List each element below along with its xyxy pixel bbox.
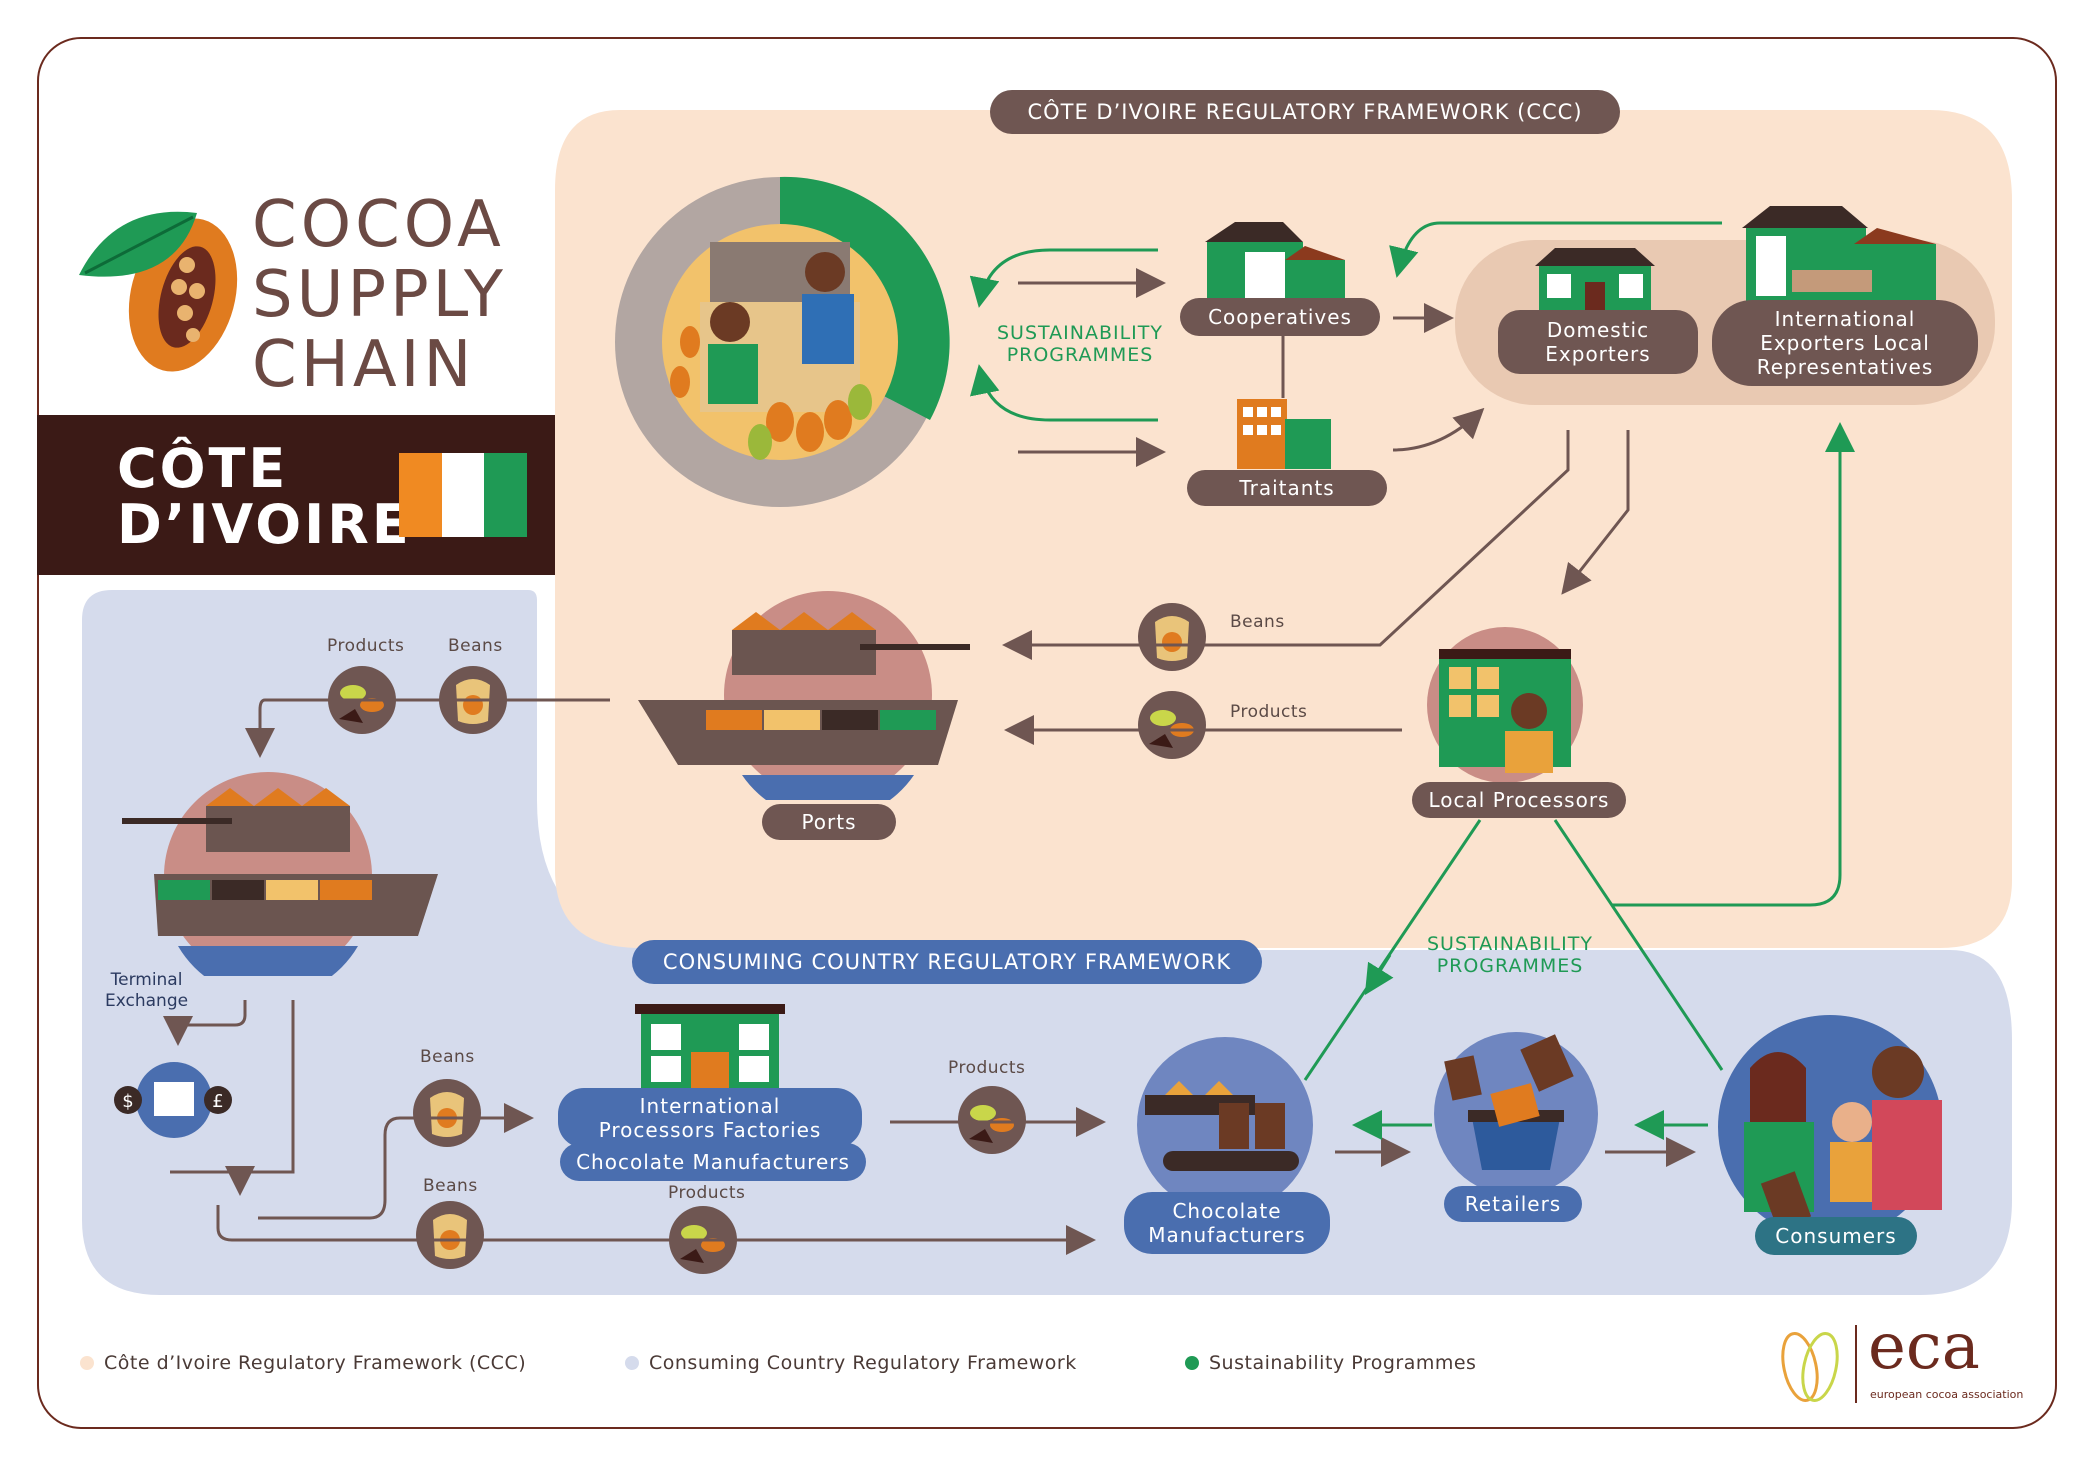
flow-label-low-beans: Beans xyxy=(423,1176,478,1196)
title: COCOA SUPPLY CHAIN xyxy=(252,190,507,400)
sustainability-label-bottom: SUSTAINABILITY PROGRAMMES xyxy=(1426,933,1593,977)
beans-bag-icon-low xyxy=(416,1201,484,1269)
terminal-exchange-label: Terminal Exchange xyxy=(105,970,189,1011)
products-icon-left xyxy=(328,666,396,734)
country-banner: CÔTE D’IVOIRE xyxy=(37,415,555,575)
destination-port-illustration xyxy=(122,772,438,976)
international-processors-building-icon xyxy=(635,1004,785,1094)
eca-pod-logo-icon xyxy=(1781,1332,1839,1402)
cooperatives-building-icon xyxy=(1205,222,1345,302)
legend-item-producer: Côte d’Ivoire Regulatory Framework (CCC) xyxy=(80,1352,526,1374)
farmer-woman-icon xyxy=(805,252,845,292)
legend-dot xyxy=(80,1356,94,1370)
ports-illustration xyxy=(638,591,970,800)
pound-icon: £ xyxy=(212,1091,223,1112)
title-line-3: CHAIN xyxy=(252,328,476,402)
flow-label-products-top: Products xyxy=(1230,702,1308,722)
retailers-illustration xyxy=(1434,1032,1598,1196)
eca-logo-text: eca xyxy=(1868,1310,1980,1384)
flow-label-mid-beans: Beans xyxy=(420,1047,475,1067)
beans-bag-icon-left xyxy=(439,666,507,734)
retailers-label: Retailers xyxy=(1444,1186,1582,1222)
country-name: CÔTE D’IVOIRE xyxy=(117,437,412,556)
products-icon-low xyxy=(669,1206,737,1274)
farmer-icon xyxy=(710,302,750,342)
domestic-exporters-building-icon xyxy=(1535,248,1655,316)
farm-illustration xyxy=(615,176,950,507)
logo-divider xyxy=(1855,1325,1857,1403)
dollar-icon: $ xyxy=(122,1091,133,1112)
flow-label-beans-top: Beans xyxy=(1230,612,1285,632)
flow-label-left-beans: Beans xyxy=(448,636,503,656)
products-icon-top xyxy=(1138,691,1206,759)
chocolate-manufacturers-box-label: Chocolate Manufacturers xyxy=(560,1143,866,1181)
cocoa-pod-icon xyxy=(79,211,238,372)
ivory-coast-flag-icon xyxy=(399,453,528,537)
title-line-1: COCOA xyxy=(252,188,505,262)
flow-label-low-products: Products xyxy=(668,1183,746,1203)
beans-bag-icon-mid xyxy=(413,1079,481,1147)
legend-dot xyxy=(625,1356,639,1370)
beans-bag-icon-top xyxy=(1138,603,1206,671)
consumer-man-icon xyxy=(1872,1046,1924,1098)
flow-label-mid-products: Products xyxy=(948,1058,1026,1078)
consumer-framework-label: CONSUMING COUNTRY REGULATORY FRAMEWORK xyxy=(632,940,1262,984)
legend-item-sustainability: Sustainability Programmes xyxy=(1185,1352,1476,1374)
traitants-label: Traitants xyxy=(1187,470,1387,506)
sustainability-label-top: SUSTAINABILITY PROGRAMMES xyxy=(996,322,1163,366)
title-line-2: SUPPLY xyxy=(252,258,507,332)
local-processors-illustration xyxy=(1427,627,1583,783)
cooperatives-label: Cooperatives xyxy=(1180,298,1380,336)
local-processors-label: Local Processors xyxy=(1412,782,1626,818)
eca-tagline: european cocoa association xyxy=(1870,1388,2024,1401)
consumer-child-icon xyxy=(1832,1102,1872,1142)
flow-label-left-products: Products xyxy=(327,636,405,656)
international-exporters-building-icon xyxy=(1742,206,1936,306)
consumers-illustration xyxy=(1718,1015,1942,1239)
traitants-building-icon xyxy=(1237,399,1331,469)
legend-item-consumer: Consuming Country Regulatory Framework xyxy=(625,1352,1077,1374)
legend-dot xyxy=(1185,1356,1199,1370)
producer-framework-label: CÔTE D’IVOIRE REGULATORY FRAMEWORK (CCC) xyxy=(990,90,1620,134)
consumers-label: Consumers xyxy=(1755,1217,1917,1255)
processor-worker-icon xyxy=(1511,693,1547,729)
chocolate-manufacturers-illustration xyxy=(1137,1037,1313,1213)
terminal-exchange-icon: $ £ xyxy=(114,1062,232,1138)
ports-label: Ports xyxy=(762,804,896,840)
products-icon-mid xyxy=(958,1086,1026,1154)
